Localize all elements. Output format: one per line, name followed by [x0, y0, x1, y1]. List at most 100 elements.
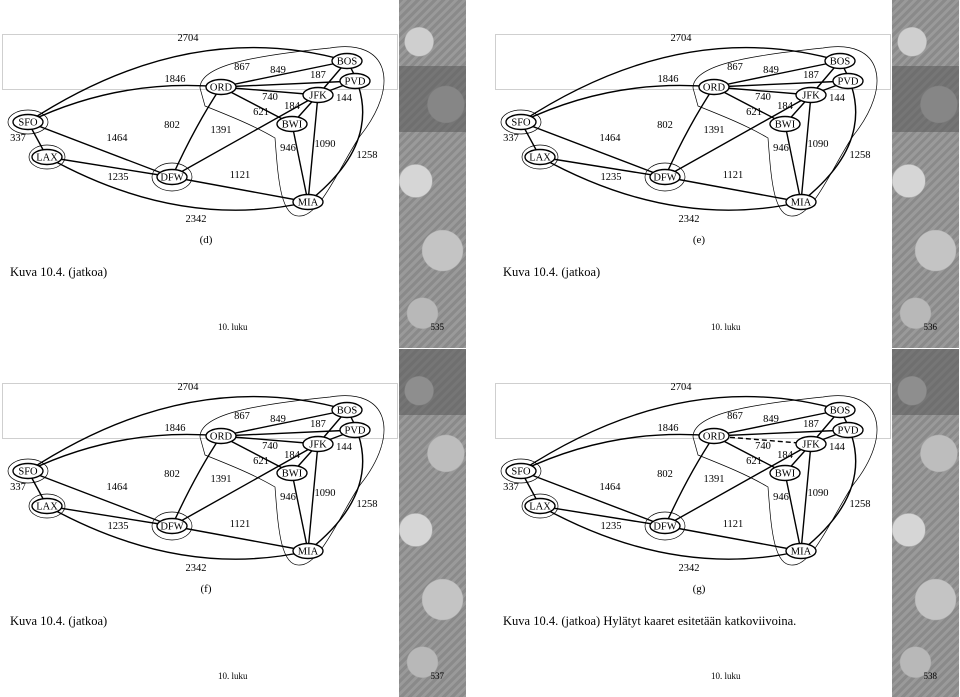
edge-weight-jfk-bwi: 184 [284, 450, 301, 461]
panel-label: (d) [200, 234, 213, 246]
node-dfw: DFW [156, 517, 188, 535]
node-label: LAX [36, 153, 58, 164]
node-label: BWI [282, 120, 303, 131]
edge-weight-bwi-mia: 946 [280, 492, 296, 503]
header-band [495, 34, 891, 90]
node-label: JFK [309, 91, 327, 102]
cluster-outline-lax [28, 493, 66, 519]
edge-weight-dfw-jfk: 1391 [704, 125, 725, 136]
node-label: BWI [775, 120, 796, 131]
edge-jfk-mia [307, 443, 319, 552]
edge-ord-bwi [220, 435, 293, 474]
node-label: ORD [703, 432, 726, 443]
edge-ord-pvd [713, 429, 849, 437]
edge-weight-sfo-dfw: 1464 [600, 482, 622, 493]
edge-dfw-mia [664, 176, 802, 203]
header-band [2, 383, 398, 439]
node-label: PVD [344, 77, 365, 88]
edge-weight-sfo-bos: 2704 [671, 382, 693, 393]
edge-weight-ord-bwi: 621 [746, 456, 762, 467]
edge-weight-bos-mia: 1258 [357, 499, 378, 510]
node-label: SFO [511, 467, 531, 478]
edge-weight-jfk-bwi: 184 [777, 101, 794, 112]
edge-sfo-bos [27, 395, 348, 472]
node-label: DFW [653, 522, 676, 533]
edge-weight-jfk-mia: 1090 [808, 488, 829, 499]
node-mia: MIA [292, 542, 324, 560]
node-label: JFK [802, 440, 820, 451]
node-bwi: BWI [276, 464, 308, 482]
edge-ord-jfk [713, 86, 812, 96]
cluster-outline [692, 46, 878, 217]
edge-jfk-mia [307, 94, 319, 203]
node-sfo: SFO [12, 462, 44, 480]
edge-weight-sfo-bos: 2704 [671, 33, 693, 44]
panel-label: (e) [693, 234, 706, 246]
node-mia: MIA [292, 193, 324, 211]
edge-weight-lax-mia: 2342 [186, 214, 207, 225]
edge-weight-dfw-mia: 1121 [230, 519, 251, 530]
node-label: SFO [511, 118, 531, 129]
edge-weight-bos-jfk: 187 [310, 70, 326, 81]
cluster-outline [199, 46, 385, 217]
edge-ord-bos [713, 409, 841, 437]
panel-label: (f) [201, 583, 212, 595]
edge-weight-dfw-jfk: 1391 [211, 125, 232, 136]
cluster-outline-sfo [7, 109, 49, 135]
coin-strip [399, 0, 466, 348]
edge-weight-sfo-ord: 1846 [165, 74, 186, 85]
edge-lax-dfw [46, 156, 173, 178]
edge-lax-dfw [539, 505, 666, 527]
page-number: 538 [923, 671, 938, 681]
cluster-outline-sfo [500, 109, 542, 135]
node-label: SFO [18, 467, 38, 478]
edge-ord-jfk [220, 86, 319, 96]
edge-weight-ord-bwi: 621 [746, 107, 762, 118]
edge-lax-mia [539, 156, 802, 211]
edge-weight-bos-mia: 1258 [357, 150, 378, 161]
edge-jfk-mia [800, 443, 812, 552]
edge-weight-lax-mia: 2342 [679, 214, 700, 225]
edge-weight-ord-pvd: 849 [270, 414, 286, 425]
edge-weight-dfw-jfk: 1391 [211, 474, 232, 485]
edge-weight-lax-mia: 2342 [186, 563, 207, 574]
edge-weight-sfo-lax: 337 [503, 133, 519, 144]
edge-dfw-ord [171, 86, 222, 178]
node-label: ORD [210, 83, 233, 94]
edge-weight-sfo-lax: 337 [503, 482, 519, 493]
node-bos: BOS [824, 401, 856, 419]
edge-weight-dfw-ord: 802 [657, 469, 673, 480]
figure-caption: Kuva 10.4. (jatkoa) [503, 265, 601, 279]
node-ord: ORD [698, 78, 730, 96]
edge-weight-dfw-jfk: 1391 [704, 474, 725, 485]
node-label: JFK [309, 440, 327, 451]
cluster-outline-lax [521, 493, 559, 519]
node-mia: MIA [785, 542, 817, 560]
node-dfw: DFW [649, 517, 681, 535]
edge-sfo-dfw [27, 121, 173, 178]
edge-weight-bos-jfk: 187 [803, 419, 819, 430]
node-bos: BOS [331, 52, 363, 70]
edge-sfo-bos [520, 46, 841, 123]
edge-jfk-mia [800, 94, 812, 203]
edge-sfo-bos [520, 395, 841, 472]
cluster-outline-sfo [7, 458, 49, 484]
node-label: PVD [837, 77, 858, 88]
node-label: PVD [344, 426, 365, 437]
node-jfk: JFK [302, 86, 334, 104]
edge-weight-sfo-bos: 2704 [178, 33, 200, 44]
figure-caption: Kuva 10.4. (jatkoa) Hylätyt kaaret esite… [503, 614, 797, 628]
edge-sfo-ord [27, 84, 222, 123]
node-mia: MIA [785, 193, 817, 211]
node-pvd: PVD [832, 421, 864, 439]
node-label: DFW [160, 522, 183, 533]
node-label: MIA [298, 547, 319, 558]
edge-weight-bwi-mia: 946 [773, 492, 789, 503]
node-sfo: SFO [505, 113, 537, 131]
edge-weight-ord-jfk: 740 [262, 92, 278, 103]
